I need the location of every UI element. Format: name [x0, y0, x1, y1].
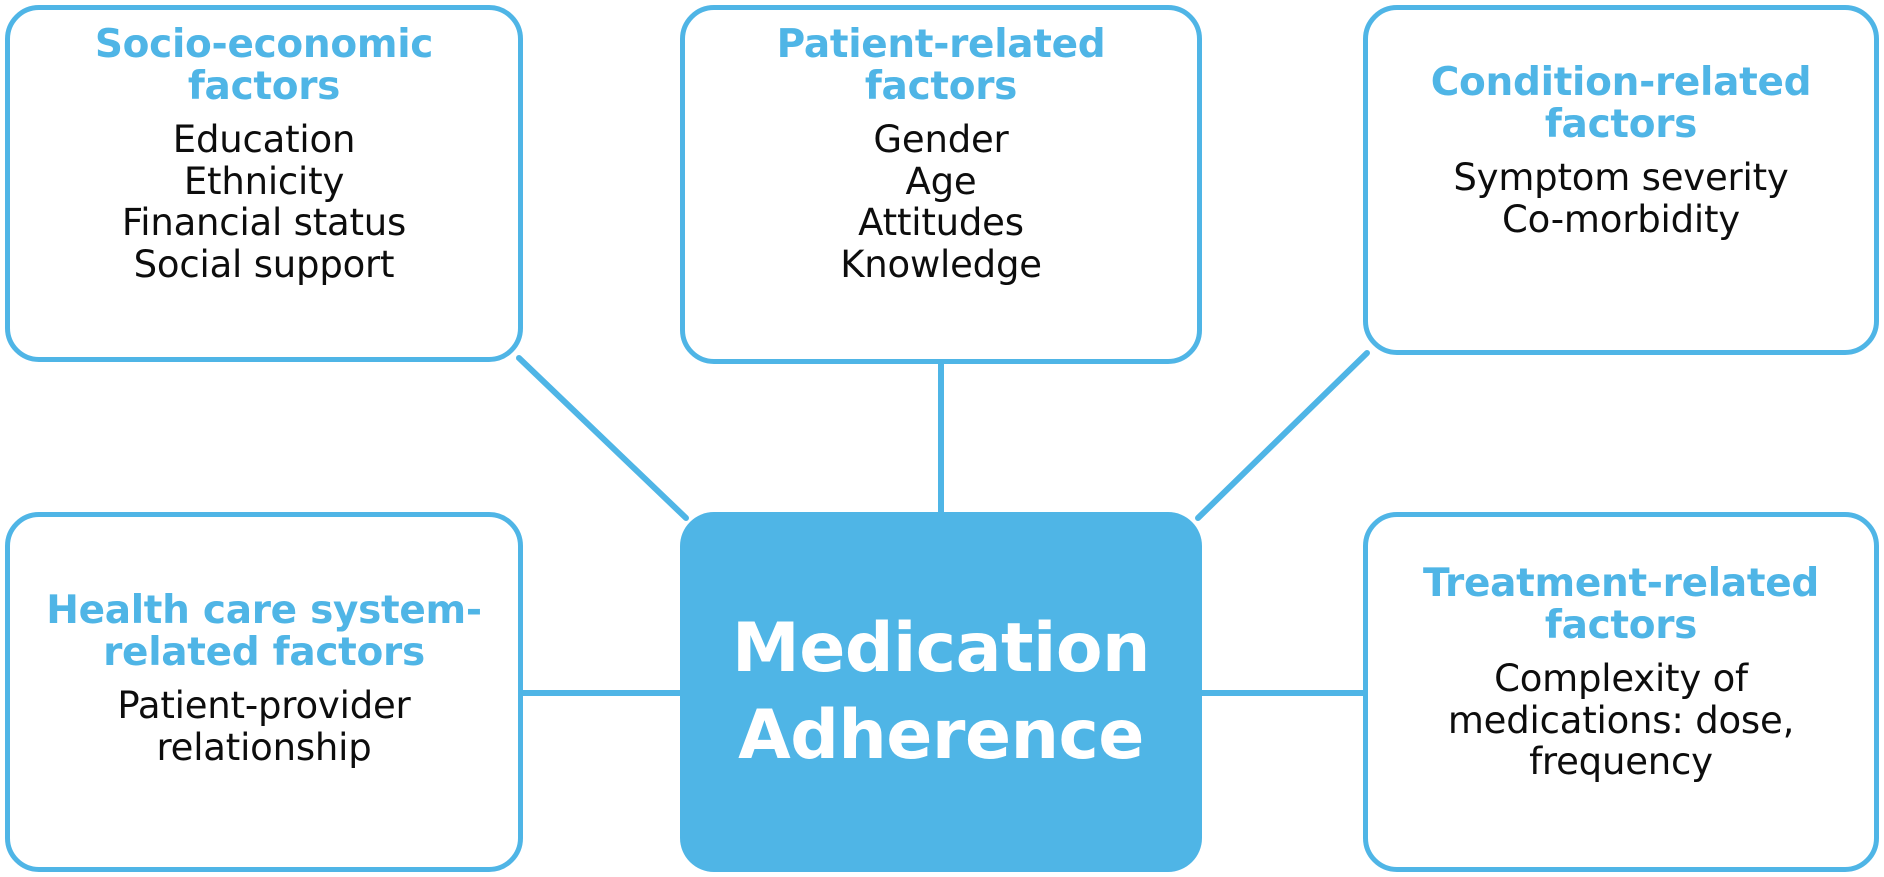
node-title-line1: Health care system- — [46, 588, 482, 633]
node-title-treatment-related: Treatment-related factors — [1423, 561, 1819, 649]
node-item: Knowledge — [840, 242, 1042, 286]
node-item: Financial status — [121, 201, 407, 245]
node-item: Symptom severity — [1453, 156, 1789, 200]
node-item: Complexity of — [1494, 657, 1748, 701]
node-item: Gender — [873, 118, 1009, 162]
node-title-line2: related factors — [103, 630, 425, 676]
connector-socio-economic-to-center — [516, 355, 689, 521]
node-items-patient-related: Gender Age Attitudes Knowledge — [840, 119, 1042, 285]
node-item: Attitudes — [858, 201, 1024, 245]
node-items-socio-economic: Education Ethnicity Financial status Soc… — [122, 119, 406, 285]
node-item: Ethnicity — [183, 159, 345, 203]
node-title-line2: factors — [187, 64, 341, 110]
node-item: Age — [905, 159, 977, 203]
node-items-condition-related: Symptom severity Co-morbidity — [1453, 157, 1788, 240]
node-item: Co-morbidity — [1502, 197, 1740, 241]
node-health-care-system-related-factors[interactable]: Health care system- related factors Pati… — [5, 512, 523, 872]
node-title-patient-related: Patient-related factors — [776, 22, 1106, 110]
node-item: Education — [172, 118, 356, 162]
node-center-medication-adherence[interactable]: Medication Adherence — [680, 512, 1202, 872]
node-item: medications: dose, — [1447, 698, 1795, 742]
node-patient-related-factors[interactable]: Patient-related factors Gender Age Attit… — [680, 5, 1202, 364]
node-items-health-care-system: Patient-provider relationship — [117, 685, 410, 768]
connector-condition-to-center — [1195, 350, 1370, 521]
node-socio-economic-factors[interactable]: Socio-economic factors Education Ethnici… — [5, 5, 523, 362]
node-title-socio-economic: Socio-economic factors — [94, 22, 434, 110]
center-title-line1: Medication — [732, 608, 1150, 688]
node-item: relationship — [156, 725, 372, 769]
center-title: Medication Adherence — [732, 605, 1150, 779]
center-title-line2: Adherence — [738, 696, 1144, 775]
node-title-line1: Condition-related — [1430, 60, 1812, 105]
node-condition-related-factors[interactable]: Condition-related factors Symptom severi… — [1363, 5, 1879, 355]
node-title-line2: factors — [1544, 603, 1698, 649]
node-title-line2: factors — [864, 64, 1018, 110]
node-items-treatment-related: Complexity of medications: dose, frequen… — [1447, 657, 1795, 784]
node-item: frequency — [1529, 740, 1713, 784]
node-title-health-care-system: Health care system- related factors — [46, 588, 482, 676]
node-title-line2: factors — [1544, 102, 1698, 148]
node-item: Patient-provider — [117, 684, 411, 728]
node-title-condition-related: Condition-related factors — [1430, 60, 1812, 148]
node-treatment-related-factors[interactable]: Treatment-related factors Complexity of … — [1363, 512, 1879, 872]
node-item: Social support — [133, 242, 395, 286]
node-title-line1: Socio-economic — [94, 22, 434, 67]
node-title-line1: Treatment-related — [1423, 561, 1819, 606]
node-title-line1: Patient-related — [776, 22, 1106, 67]
